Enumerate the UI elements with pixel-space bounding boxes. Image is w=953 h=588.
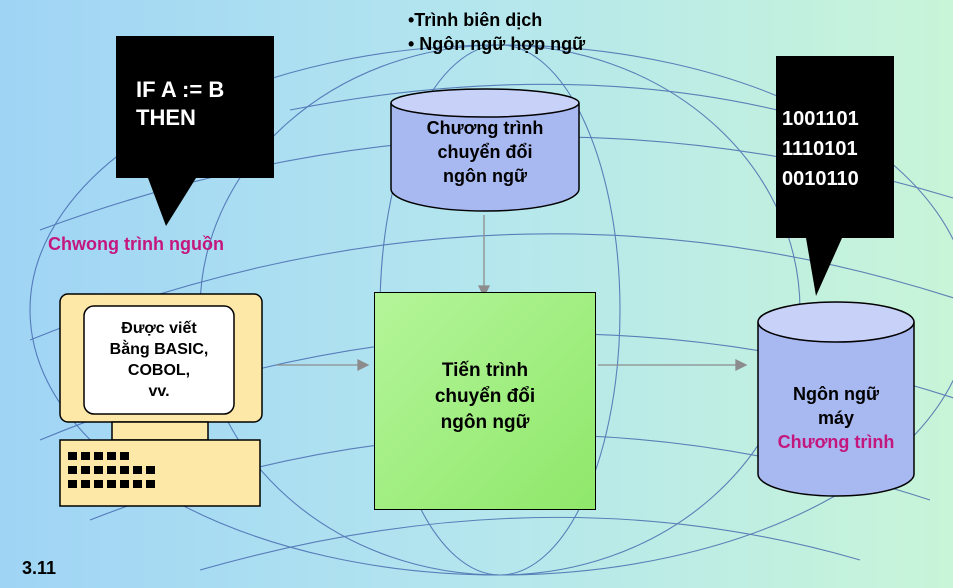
conversion-process-line-3: ngôn ngữ [440, 412, 530, 433]
conversion-process-line-1: Tiến trình [441, 360, 529, 381]
computer-screen-line-3: COBOL, [127, 362, 191, 379]
computer-icon [59, 293, 263, 507]
converter-program-line-2: chuyển đổi [437, 142, 533, 162]
binary-code-text: 1001101 1110101 0010110 [782, 104, 859, 194]
conversion-process-text: Tiến trình chuyển đổi ngôn ngữ [378, 358, 592, 436]
source-code-text: IF A := B THEN [136, 76, 224, 132]
computer-screen-text: Được viết Bằng BASIC, COBOL, vv. [84, 318, 234, 402]
computer-screen-line-1: Được viết [121, 320, 197, 337]
binary-line-1: 1001101 [782, 108, 859, 130]
machine-language-line-1: Ngôn ngữ [792, 384, 879, 404]
converter-program-cylinder [390, 88, 580, 212]
source-code-callout [116, 36, 274, 226]
bullet-assembly: • Ngôn ngữ hợp ngữ [408, 34, 586, 54]
binary-line-3: 0010110 [782, 168, 859, 190]
machine-program-label: Chương trình [777, 432, 895, 452]
computer-screen-line-4: vv. [148, 383, 170, 400]
conversion-process-line-2: chuyển đổi [434, 386, 536, 407]
bullet-list: •Trình biên dịch • Ngôn ngữ hợp ngữ [408, 8, 585, 56]
machine-language-text: Ngôn ngữ máy Chương trình [752, 382, 920, 454]
bullet-compiler: •Trình biên dịch [408, 10, 543, 30]
converter-program-text: Chương trình chuyển đổi ngôn ngữ [388, 116, 582, 188]
conversion-process-box [374, 292, 596, 510]
source-code-line-1: IF A := B [136, 77, 225, 102]
machine-language-line-2: máy [817, 408, 855, 428]
binary-line-2: 1110101 [782, 138, 858, 160]
slide-number: 3.11 [22, 558, 57, 578]
computer-screen-line-2: Bằng BASIC, [109, 341, 209, 358]
binary-callout [776, 56, 894, 296]
converter-program-line-1: Chương trình [426, 118, 544, 138]
source-code-line-2: THEN [136, 105, 196, 130]
machine-language-cylinder [757, 301, 915, 497]
converter-program-line-3: ngôn ngữ [442, 166, 527, 186]
source-program-label: Chwong trình nguồn [48, 234, 224, 254]
